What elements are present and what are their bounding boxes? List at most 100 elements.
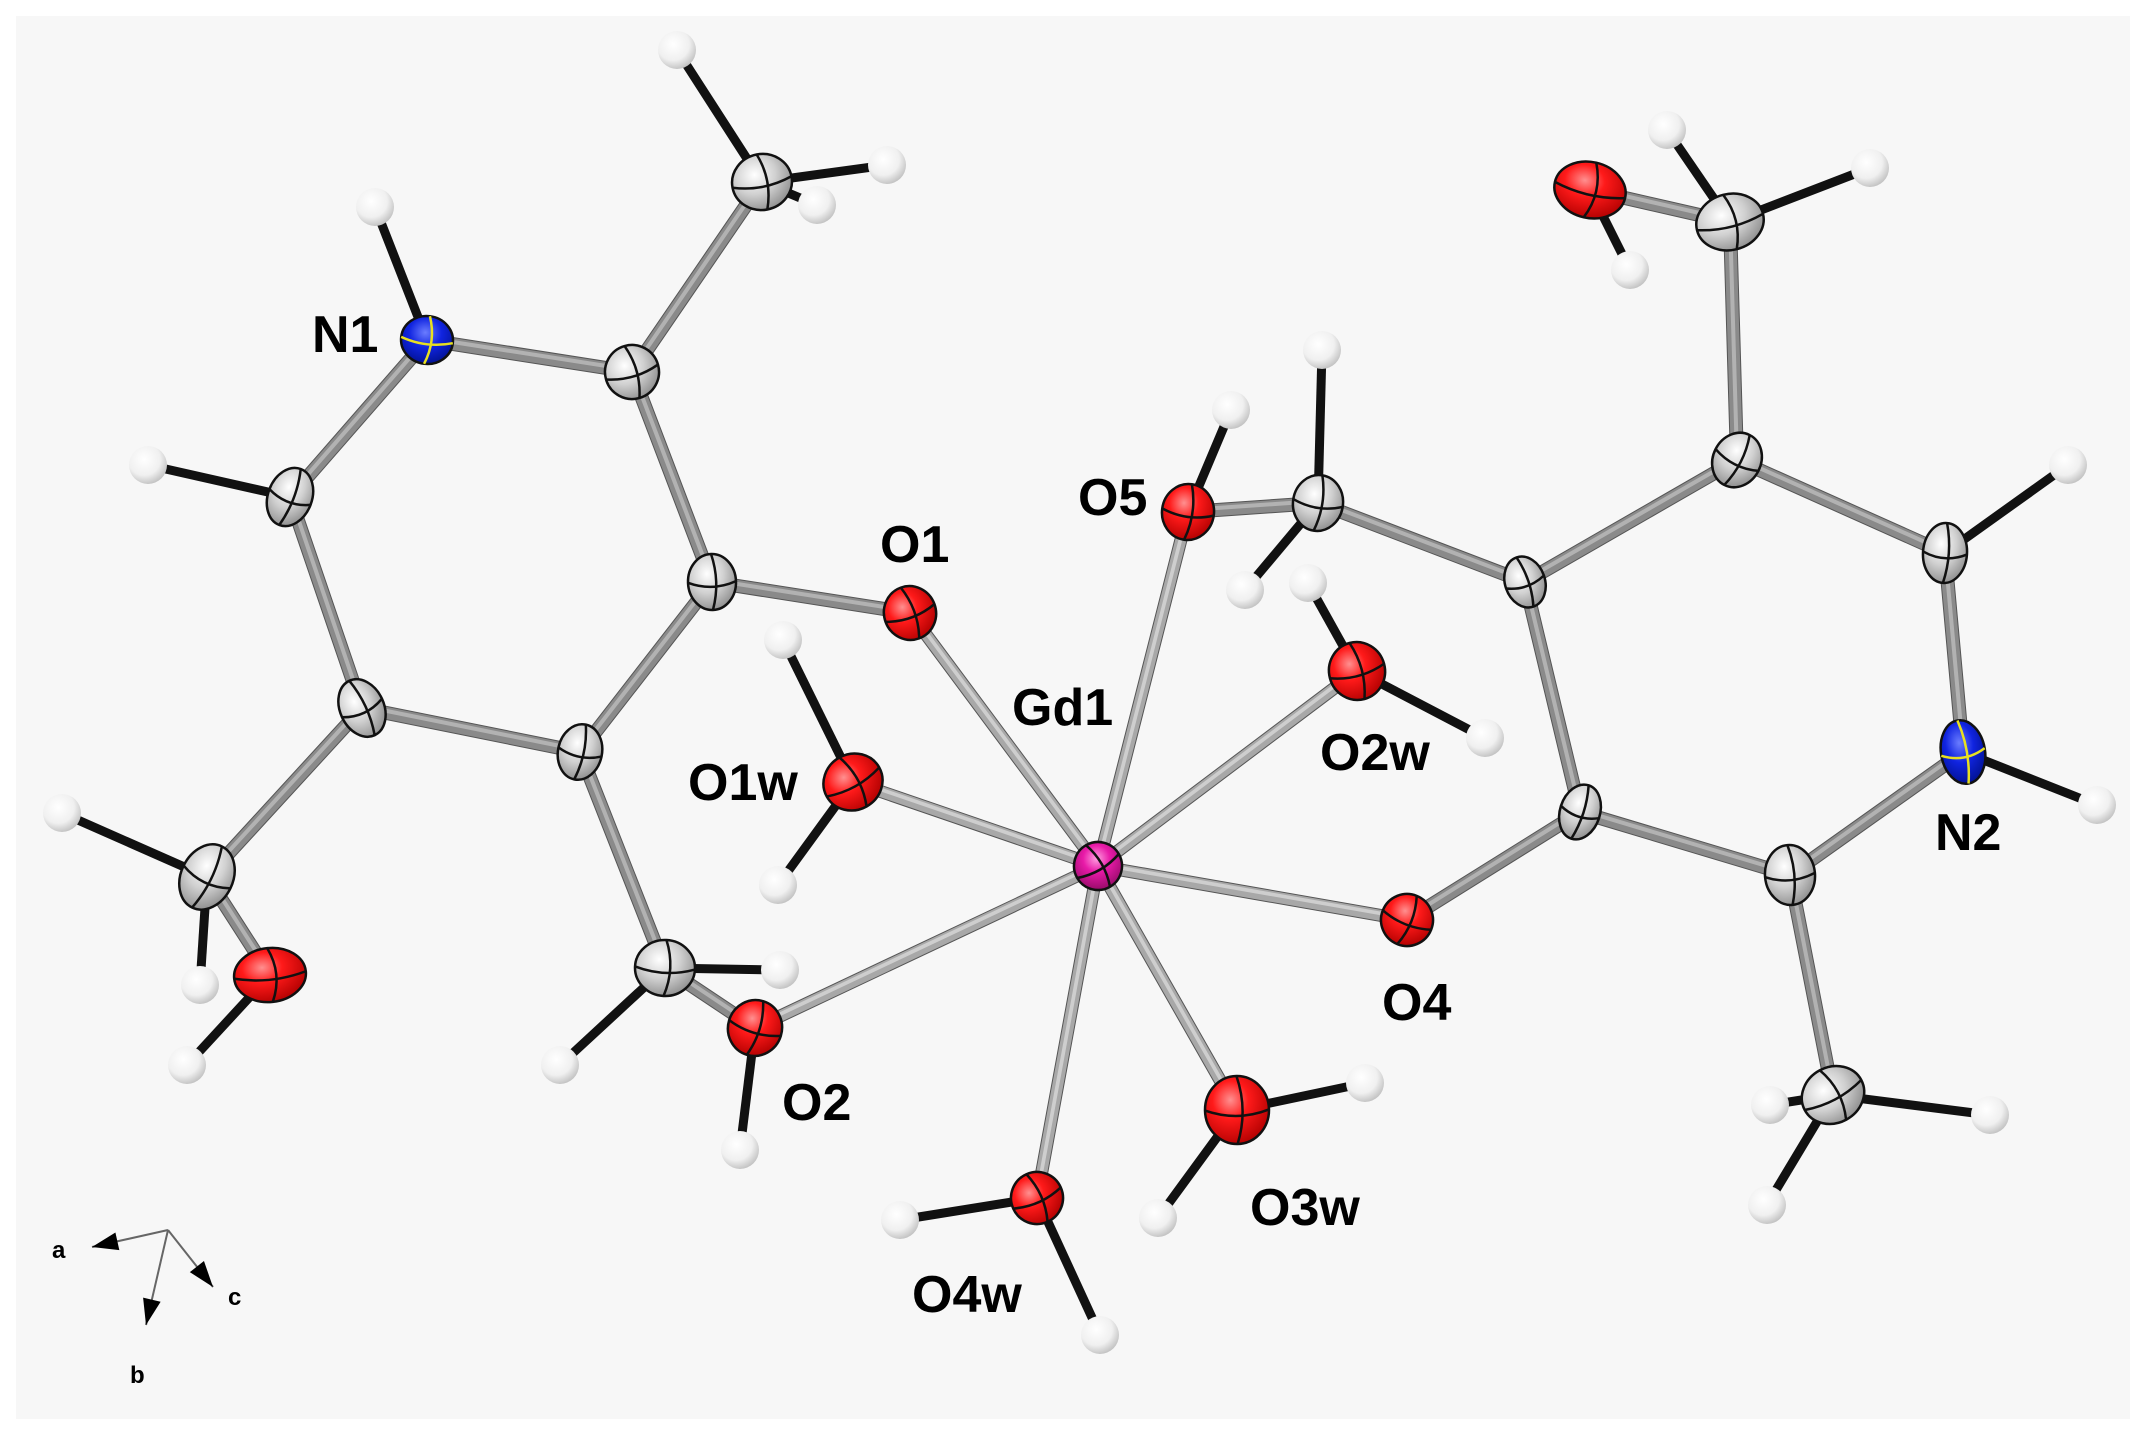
atom-O6 [1553,160,1627,220]
bond-C2-C4 [283,490,369,715]
coord-bond-Gd1-O4 [1091,859,1414,927]
bond-N1-C2 [283,333,434,504]
atom-O5 [1160,482,1216,542]
hydrogen-atom [1081,1316,1119,1354]
coord-bond-Gd1-O1w [846,775,1105,873]
coord-bond-Gd1-O3w [1091,859,1244,1117]
atom-C7 [178,843,236,911]
arrowhead-icon [189,1261,213,1287]
hydrogen-atom [1851,149,1889,187]
hydrogen-atom [1748,1186,1786,1224]
atom-label-o4: O4 [1382,974,1451,1032]
atom-C12 [1557,783,1603,841]
bond-N2-C13 [1783,745,1970,882]
hydrogen-atom [1289,564,1327,602]
hydrogen-atom [356,188,394,226]
hydrogen-atom [761,951,799,989]
atom-C6 [730,152,794,212]
hydrogen-atom [2078,786,2116,824]
hydrogen-atoms [43,31,2116,1354]
bond-N1-C1 [420,333,639,379]
coordination-bonds [748,505,1414,1205]
hydrogen-atom [881,1201,919,1239]
atom-C2 [265,466,315,528]
hydrogen-atom [1648,111,1686,149]
atom-O3w [1203,1074,1271,1146]
hydrogen-atom [764,621,802,659]
atom-C1 [603,343,661,401]
coord-bond-Gd1-O2 [748,859,1105,1035]
axis-c: c [167,1229,241,1311]
bond-C1-C6 [625,175,769,379]
hydrogen-atom [759,866,797,904]
atom-C15 [1291,473,1345,533]
atom-C9 [1710,431,1764,489]
bond-C4-C7 [200,701,369,884]
bond-C4-C5 [355,701,587,759]
atom-O3 [232,946,308,1004]
axis-label-a: a [52,1237,66,1264]
coord-bond-Gd1-O1 [903,606,1105,873]
bond-C11-C12 [1518,575,1587,819]
bond-C9-C11 [1518,453,1744,589]
hydrogen-atom [721,1131,759,1169]
bond-C12-O4 [1400,805,1587,927]
atom-C5 [556,722,604,782]
hydrogen-atom [1212,391,1250,429]
atom-label-o1w: O1w [688,754,798,812]
hydrogen-atom [1971,1096,2009,1134]
hydrogen-atom [1139,1199,1177,1237]
bond-C11-C15 [1311,496,1532,589]
atom-C11 [1503,555,1547,609]
atom-O1 [882,584,938,642]
crystal-axes-indicator: a bc [52,1229,241,1389]
coord-bond-Gd1-O4w [1030,859,1105,1205]
bond-C5-C8 [573,745,672,975]
bond-C13-C14 [1783,868,1840,1102]
atom-O2w [1327,640,1387,702]
axis-b: b [130,1229,169,1389]
hydrogen-atom [1751,1086,1789,1124]
atom-N2 [1939,719,1987,785]
bond-C1-C3 [625,365,719,589]
hydrogen-atom [181,966,219,1004]
hydrogen-atom [1226,571,1264,609]
bond-C3-C5 [573,575,719,759]
bond-C10-C9 [1730,453,1952,560]
hydrogen-atom [168,1046,206,1084]
atom-O2 [726,998,784,1058]
atom-C14 [1800,1064,1866,1126]
atom-label-o2: O2 [782,1074,851,1132]
h-bond-C2 [147,460,291,502]
hydrogen-atom [541,1046,579,1084]
atom-C8 [633,938,697,998]
atom-label-o2w: O2w [1320,724,1430,782]
hydrogen-atom [658,31,696,69]
bond-C3-O1 [705,575,917,620]
atom-label-o3w: O3w [1250,1179,1360,1237]
hydrogen-atom [2049,446,2087,484]
coord-bond-Gd1-O5 [1091,505,1195,873]
heavy-atoms [178,152,1987,1226]
atom-C16 [1695,192,1765,252]
atom-O1w [822,752,884,812]
atom-label-o5: O5 [1078,469,1147,527]
hydrogen-atom [129,446,167,484]
atom-label-o4w: O4w [912,1266,1022,1324]
atom-label-gd1: Gd1 [1012,679,1113,737]
hydrogen-atom [798,186,836,224]
arrowhead-icon [143,1297,161,1325]
atom-O4 [1379,892,1435,948]
coord-bond-Gd1-O2w [1091,664,1364,873]
axis-a: a [52,1229,169,1264]
atom-label-o1: O1 [880,516,949,574]
atom-label-n1: N1 [312,306,378,364]
hydrogen-atom [1303,331,1341,369]
covalent-bonds [200,175,1970,1102]
hydrogen-atom [1346,1064,1384,1102]
hydrogen-atom [1466,719,1504,757]
arrowhead-icon [92,1232,120,1251]
atom-label-n2: N2 [1935,804,2001,862]
